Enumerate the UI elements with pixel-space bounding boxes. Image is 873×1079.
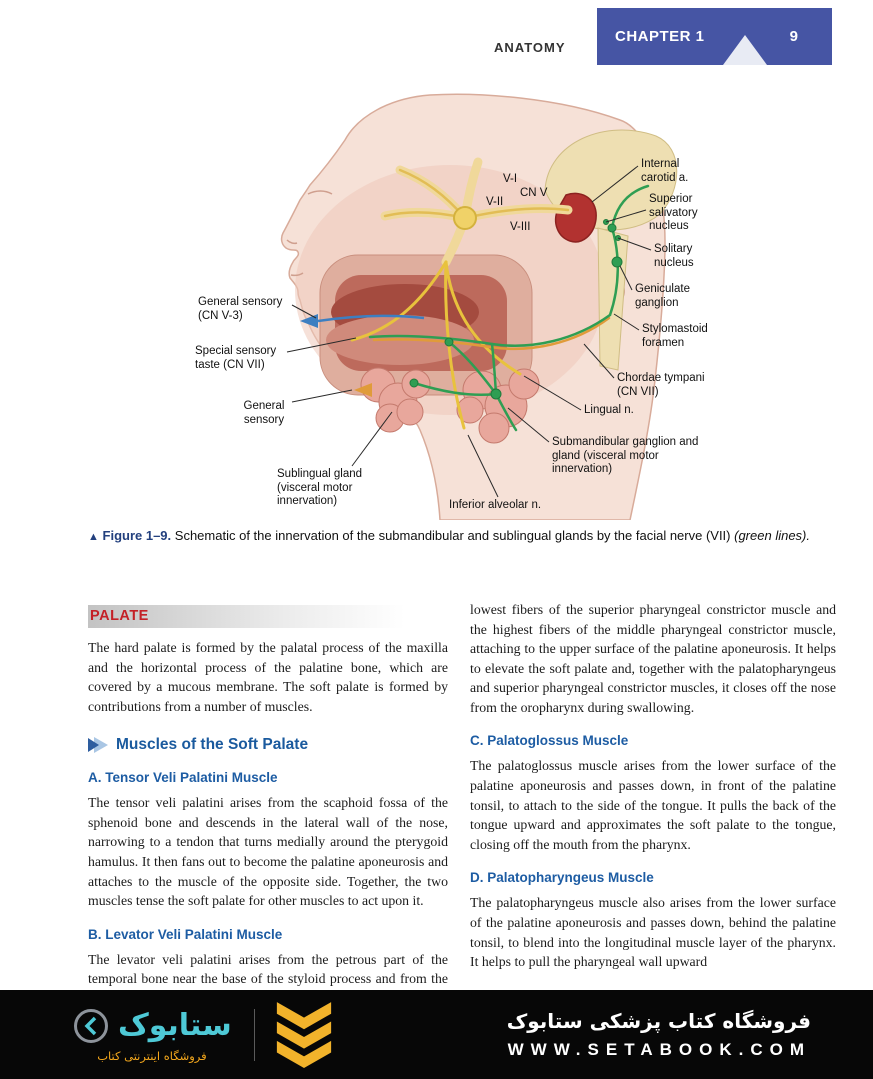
label-solitary-nucleus: Solitary nucleus [654,243,694,269]
left-column: PALATE The hard palate is formed by the … [88,600,448,1021]
label-general-sensory-cnv3: General sensory (CN V-3) [198,296,283,322]
chapter-label: CHAPTER 1 [615,28,705,45]
trigeminal-ganglion [453,206,477,230]
caption-triangle-icon: ▲ [88,531,99,543]
label-internal-carotid: Internal carotid a. [641,158,689,184]
label-cnv: CN V [520,187,548,199]
chorda-tympani-nerve [372,316,611,350]
submandibular-gland-shape [456,368,540,444]
footer-text-block: فروشگاه کتاب پزشکی ستابوک WWW.SETABOOK.C… [507,1009,811,1060]
section-arrow-icon [88,737,108,754]
store-title: فروشگاه کتاب پزشکی ستابوک [506,1009,811,1033]
setabook-logo-icon [74,1008,108,1043]
label-stylomastoid-foramen: Stylomastoid foramen [642,323,708,349]
palatopharyngeus-paragraph: The palatopharyngeus muscle also arises … [470,895,836,970]
label-geniculate-ganglion: Geniculate ganglion [635,283,690,309]
leader-lines [286,165,652,498]
footer: ستابوک فروشگاه اینترنتی کتاب فروشگاه کتا… [0,990,873,1079]
palate-heading-bar: PALATE [88,605,448,628]
label-lingual-nerve: Lingual n. [584,404,634,416]
figure-1-9: V-I CN V V-II V-III Internal carotid a. … [0,90,873,520]
chevron-logo-icon [276,1001,331,1068]
facial-nerve-ganglia [409,219,623,400]
subheading-palatopharyngeus: D. Palatopharyngeus Muscle [470,870,654,886]
label-sublingual-gland: Sublingual gland (visceral motor innerva… [277,468,363,508]
chapter-banner: CHAPTER 1 9 [597,8,832,65]
label-v3: V-III [510,221,531,233]
caption-label: Figure 1–9. [102,528,172,543]
blue-arrowhead [300,314,318,328]
general-sensory-nerve [317,314,425,323]
section-heading-muscles: Muscles of the Soft Palate [88,736,448,754]
anatomy-illustration [280,93,678,520]
caption-note: (green lines). [734,528,810,543]
palate-intro-paragraph: The hard palate is formed by the palatal… [88,640,448,714]
palate-heading: PALATE [90,608,149,624]
subheading-palatoglossus: C. Palatoglossus Muscle [470,733,629,749]
subheading-tensor: A. Tensor Veli Palatini Muscle [88,770,278,786]
figure-caption: ▲ Figure 1–9. Schematic of the innervati… [88,527,828,546]
right-column: lowest fibers of the superior pharyngeal… [470,600,836,1021]
brand-tagline: فروشگاه اینترنتی کتاب [97,1048,207,1063]
levator-continued-paragraph: lowest fibers of the superior pharyngeal… [470,602,836,715]
palatoglossus-paragraph: The palatoglossus muscle arises from the… [470,758,836,852]
label-general-sensory: General sensory [243,400,285,426]
label-v2: V-II [486,196,504,208]
sublingual-gland-shape [360,367,431,433]
label-chordae-tympani: Chordae tympani (CN VII) [617,372,705,398]
banner-triangle-icon [723,35,767,65]
website-text: WWW.SETABOOK.COM [507,1040,811,1059]
body-columns: PALATE The hard palate is formed by the … [88,600,836,1021]
subheading-levator: B. Levator Veli Palatini Muscle [88,926,283,942]
section-heading-text: Muscles of the Soft Palate [116,736,309,754]
brand-name: ستابوک [118,1008,232,1043]
label-inferior-alveolar: Inferior alveolar n. [449,499,542,511]
page-number: 9 [789,28,798,45]
label-special-sensory: Special sensory taste (CN VII) [195,345,277,371]
brand-block: ستابوک فروشگاه اینترنتی کتاب [72,1007,232,1063]
caption-text: Schematic of the innervation of the subm… [174,528,731,543]
orange-arrowhead [354,383,372,397]
running-head-section: ANATOMY [494,40,566,55]
label-submandibular-ganglion: Submandibular ganglion and gland (viscer… [552,436,699,476]
label-v1: V-I [503,173,518,185]
footer-divider [253,1008,255,1061]
tensor-paragraph: The tensor veli palatini arises from the… [88,795,448,909]
label-superior-salivatory: Superior salivatory nucleus [649,193,698,233]
